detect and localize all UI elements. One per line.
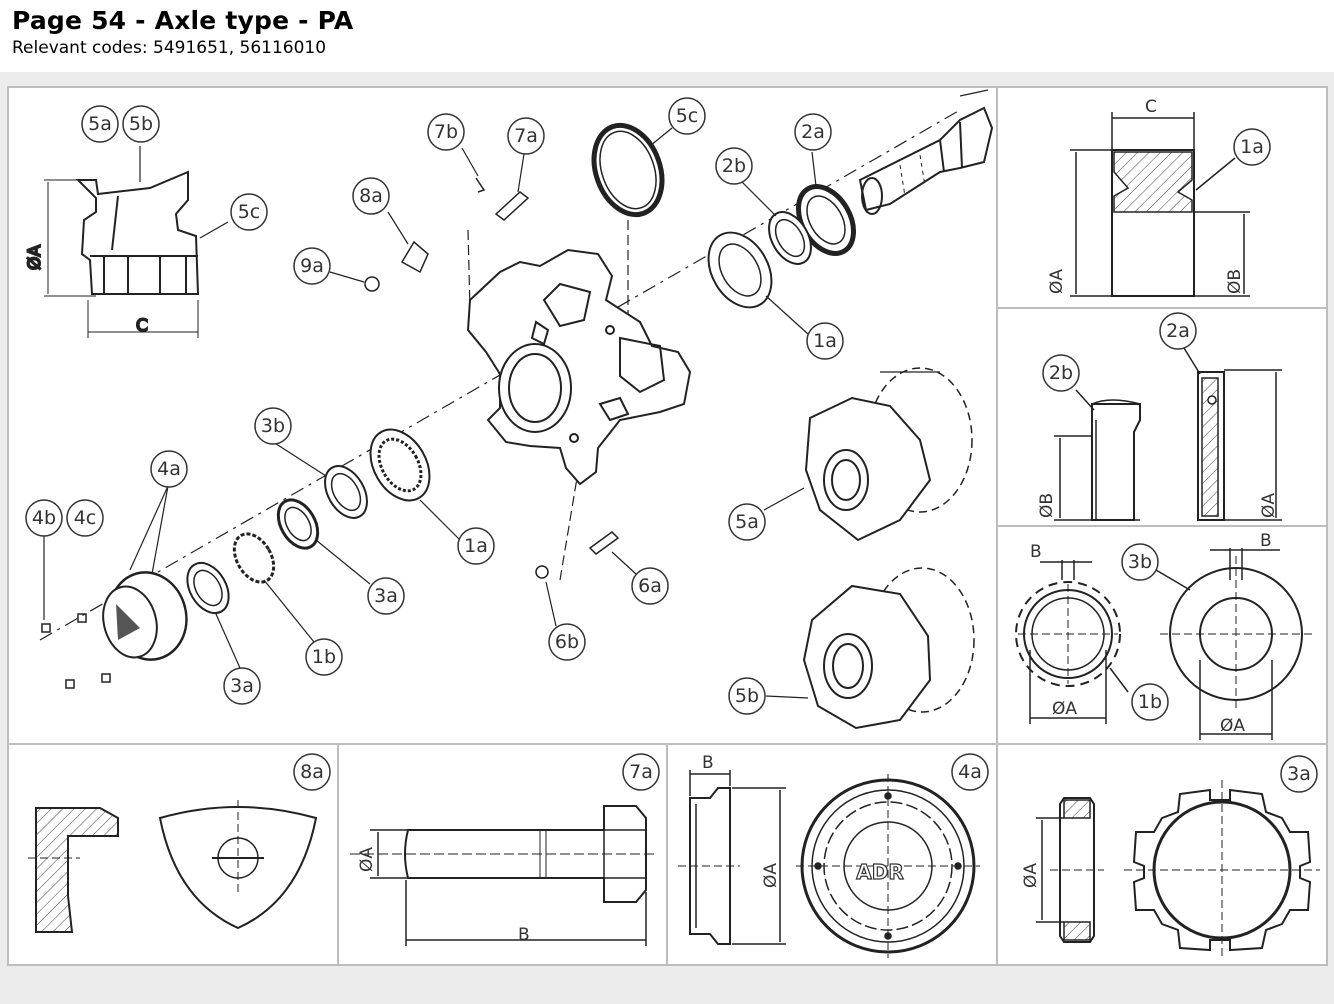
detail-3b-dim-a: ØA <box>1220 716 1245 736</box>
detail-2a-callout: 2a <box>1166 320 1190 342</box>
nut-3a-mid <box>276 498 320 550</box>
main-callouts: 5a 5b 5c 7b 7a 8a 9a 5c 2b 2a 1a 3b 4a 4… <box>25 97 844 715</box>
callout-1a-top: 1a <box>813 330 837 352</box>
adr-cap-text: ADR <box>856 860 903 884</box>
detail-2b-callout: 2b <box>1049 362 1073 384</box>
hub-assembly-5b <box>802 567 975 730</box>
lock-washer-1b <box>232 532 276 584</box>
axle-shaft <box>858 89 994 215</box>
detail-3b-callout: 3b <box>1128 551 1152 573</box>
callout-5c-small: 5c <box>238 201 261 223</box>
callout-5a: 5a <box>88 113 112 135</box>
detail-3a-labels: 3a <box>1280 755 1318 793</box>
detail-3a <box>1036 780 1320 958</box>
detail-3b-dim-b: B <box>1260 531 1272 551</box>
detail-3b-1b <box>1015 548 1312 740</box>
detail-1a-callout: 1a <box>1240 136 1264 158</box>
callout-4b: 4b <box>32 507 56 529</box>
cap-bolts <box>41 613 111 689</box>
hub-dim-c: C <box>136 316 148 336</box>
detail-2-labels: 2b 2a <box>1042 312 1197 392</box>
callout-3b: 3b <box>261 415 285 437</box>
callout-4c: 4c <box>74 507 97 529</box>
detail-8a-callout: 8a <box>300 761 324 783</box>
callout-3a-mid: 3a <box>374 585 398 607</box>
callout-1b: 1b <box>312 646 336 668</box>
washer-3b <box>324 465 368 519</box>
detail-3a-dim-a: ØA <box>1021 863 1041 888</box>
callout-3a-low: 3a <box>230 675 254 697</box>
detail-2-dim-a: ØA <box>1259 493 1279 518</box>
pin-7b <box>475 177 486 193</box>
page-title: Page 54 - Axle type - PA <box>12 6 354 35</box>
callout-9a: 9a <box>300 255 324 277</box>
bolt-7a <box>494 191 530 221</box>
detail-7a-callout: 7a <box>629 761 653 783</box>
detail-1a-dim-c: C <box>1145 97 1157 117</box>
detail-2-dim-b: ØB <box>1037 493 1057 518</box>
detail-2 <box>1054 347 1282 521</box>
main-exploded-view: ØA C <box>24 89 994 730</box>
callout-4a: 4a <box>157 458 181 480</box>
detail-1a-dim-a: ØA <box>1047 269 1067 294</box>
detail-1a-dim-b: ØB <box>1225 269 1245 294</box>
detail-4a-dim-a: ØA <box>761 863 781 888</box>
detail-3a-callout: 3a <box>1287 763 1311 785</box>
bolt-6a <box>588 531 620 555</box>
callout-5b: 5b <box>129 113 153 135</box>
callout-2b: 2b <box>722 155 746 177</box>
detail-4a-labels: 4a <box>951 753 989 791</box>
detail-1b-dim-a: ØA <box>1052 699 1077 719</box>
hub-assembly-5a <box>804 367 973 542</box>
nut-6b <box>535 565 549 579</box>
detail-7a-dim-a: ØA <box>357 847 377 872</box>
detail-1a-labels: 1a <box>1233 128 1271 166</box>
detail-4a-callout: 4a <box>958 761 982 783</box>
callout-6a: 6a <box>638 575 662 597</box>
relevant-codes: Relevant codes: 5491651, 56116010 <box>12 38 327 58</box>
detail-8a-labels: 8a <box>293 753 331 791</box>
small-hub-section <box>44 146 229 338</box>
callout-1a-mid: 1a <box>464 535 488 557</box>
callout-7b: 7b <box>434 121 458 143</box>
detail-1a <box>1070 112 1250 297</box>
nut-9a <box>364 276 380 292</box>
callout-2a: 2a <box>801 121 825 143</box>
ring-2b <box>768 211 812 265</box>
callout-6b: 6b <box>555 631 579 653</box>
bearing-1a-mid <box>369 428 431 502</box>
detail-8a <box>28 800 318 933</box>
detail-7a-labels: 7a <box>622 753 660 791</box>
callout-8a: 8a <box>359 185 383 207</box>
hub-dim-a: ØA <box>25 245 45 270</box>
page-header: Page 54 - Axle type - PA Relevant codes:… <box>0 0 1334 72</box>
panel-grid <box>9 88 1326 964</box>
nut-3a-low <box>186 561 230 615</box>
leader-lines <box>43 127 817 699</box>
detail-4a-dim-b: B <box>702 753 714 773</box>
detail-7a <box>350 805 656 946</box>
callout-5c-seal: 5c <box>676 105 699 127</box>
detail-1b-callout: 1b <box>1138 691 1162 713</box>
callout-5a-hub: 5a <box>735 511 759 533</box>
detail-1b-dim-b: B <box>1030 542 1042 562</box>
washer-8a <box>400 240 429 274</box>
callout-5b-hub: 5b <box>735 685 759 707</box>
callout-7a: 7a <box>514 125 538 147</box>
detail-4a <box>678 770 980 958</box>
bearing-1a-top <box>707 231 773 309</box>
hub-body <box>466 248 692 486</box>
detail-3-labels: 3b 1b <box>1121 543 1169 721</box>
hub-cap-4a <box>102 571 188 661</box>
detail-7a-dim-b: B <box>518 925 530 945</box>
